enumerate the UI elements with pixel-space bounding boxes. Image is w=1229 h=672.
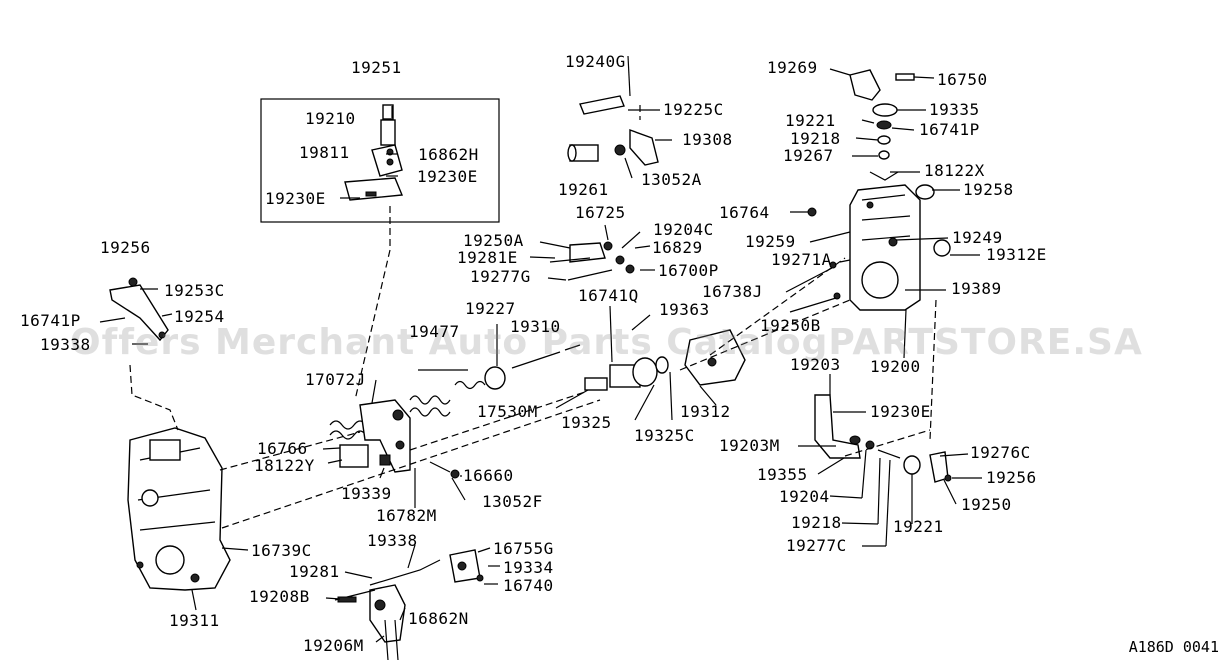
part-label-19240G[interactable]: 19240G [565, 52, 626, 71]
part-label-19230E[interactable]: 19230E [870, 402, 931, 421]
part-label-17530M[interactable]: 17530M [477, 402, 538, 421]
part-label-13052A[interactable]: 13052A [641, 170, 702, 189]
part-label-16660[interactable]: 16660 [463, 466, 514, 485]
inset-box-19251 [260, 98, 500, 223]
part-label-16829[interactable]: 16829 [652, 238, 703, 257]
part-label-19208B[interactable]: 19208B [249, 587, 310, 606]
part-label-19256[interactable]: 19256 [986, 468, 1037, 487]
lever-19254 [109, 277, 169, 342]
part-label-18122X[interactable]: 18122X [924, 161, 985, 180]
part-label-19281[interactable]: 19281 [289, 562, 340, 581]
part-label-19200[interactable]: 19200 [870, 357, 921, 376]
part-label-19203[interactable]: 19203 [790, 355, 841, 374]
leader-lines [99, 55, 982, 643]
part-label-19325C[interactable]: 19325C [634, 426, 695, 445]
part-label-16766[interactable]: 16766 [257, 439, 308, 458]
part-label-19225C[interactable]: 19225C [663, 100, 724, 119]
part-label-16738J[interactable]: 16738J [702, 282, 763, 301]
part-label-19230E[interactable]: 19230E [265, 189, 326, 208]
part-label-19277C[interactable]: 19277C [786, 536, 847, 555]
part-label-13052F[interactable]: 13052F [482, 492, 543, 511]
inset-parts [344, 104, 404, 201]
part-label-19312E[interactable]: 19312E [986, 245, 1047, 264]
part-label-16741P[interactable]: 16741P [919, 120, 980, 139]
part-label-19267[interactable]: 19267 [783, 146, 834, 165]
part-label-16741P[interactable]: 16741P [20, 311, 81, 330]
part-label-19251[interactable]: 19251 [351, 58, 402, 77]
part-label-19312[interactable]: 19312 [680, 402, 731, 421]
part-label-19210[interactable]: 19210 [305, 109, 356, 128]
part-label-19276C[interactable]: 19276C [970, 443, 1031, 462]
part-label-19389[interactable]: 19389 [951, 279, 1002, 298]
part-label-19221[interactable]: 19221 [893, 517, 944, 536]
part-label-19334[interactable]: 19334 [503, 558, 554, 577]
part-label-19363[interactable]: 19363 [659, 300, 710, 319]
part-label-16862H[interactable]: 16862H [418, 145, 479, 164]
part-label-19269[interactable]: 19269 [767, 58, 818, 77]
part-label-16764[interactable]: 16764 [719, 203, 770, 222]
part-label-19204C[interactable]: 19204C [653, 220, 714, 239]
part-label-16700P[interactable]: 16700P [658, 261, 719, 280]
governor-springs [329, 329, 746, 479]
part-label-19230E[interactable]: 19230E [417, 167, 478, 186]
part-label-19203M[interactable]: 19203M [719, 436, 780, 455]
part-label-17072J[interactable]: 17072J [305, 370, 366, 389]
part-label-19204[interactable]: 19204 [779, 487, 830, 506]
part-label-19258[interactable]: 19258 [963, 180, 1014, 199]
part-label-16862N[interactable]: 16862N [408, 609, 469, 628]
part-label-16725[interactable]: 16725 [575, 203, 626, 222]
part-label-19335[interactable]: 19335 [929, 100, 980, 119]
part-label-19259[interactable]: 19259 [745, 232, 796, 251]
part-label-19250B[interactable]: 19250B [760, 316, 821, 335]
part-label-16741Q[interactable]: 16741Q [578, 286, 639, 305]
part-label-19338[interactable]: 19338 [40, 335, 91, 354]
part-label-19221[interactable]: 19221 [785, 111, 836, 130]
part-label-19811[interactable]: 19811 [299, 143, 350, 162]
part-label-16740[interactable]: 16740 [503, 576, 554, 595]
part-label-18122Y[interactable]: 18122Y [254, 456, 315, 475]
part-label-19339[interactable]: 19339 [341, 484, 392, 503]
drawing-code: A186D 0041 [1128, 638, 1219, 656]
part-label-19261[interactable]: 19261 [558, 180, 609, 199]
part-label-16750[interactable]: 16750 [937, 70, 988, 89]
part-label-19311[interactable]: 19311 [169, 611, 220, 630]
part-label-19218[interactable]: 19218 [791, 513, 842, 532]
part-label-19355[interactable]: 19355 [757, 465, 808, 484]
part-label-19250A[interactable]: 19250A [463, 231, 524, 250]
part-label-19254[interactable]: 19254 [174, 307, 225, 326]
part-label-19281E[interactable]: 19281E [457, 248, 518, 267]
part-label-16739C[interactable]: 16739C [251, 541, 312, 560]
part-label-19256[interactable]: 19256 [100, 238, 151, 257]
part-label-19249[interactable]: 19249 [952, 228, 1003, 247]
part-label-16782M[interactable]: 16782M [376, 506, 437, 525]
part-label-19206M[interactable]: 19206M [303, 636, 364, 655]
part-label-16755G[interactable]: 16755G [493, 539, 554, 558]
part-label-19218[interactable]: 19218 [790, 129, 841, 148]
part-label-19271A[interactable]: 19271A [771, 250, 832, 269]
part-label-19250[interactable]: 19250 [961, 495, 1012, 514]
part-label-19227[interactable]: 19227 [465, 299, 516, 318]
top-mid-parts [549, 95, 659, 281]
part-label-19325[interactable]: 19325 [561, 413, 612, 432]
part-label-19253C[interactable]: 19253C [164, 281, 225, 300]
bottom-mid-parts [334, 549, 484, 661]
part-label-19338[interactable]: 19338 [367, 531, 418, 550]
part-label-19310[interactable]: 19310 [510, 317, 561, 336]
part-label-19477[interactable]: 19477 [409, 322, 460, 341]
pump-housing [127, 427, 231, 591]
part-label-19308[interactable]: 19308 [682, 130, 733, 149]
part-label-19277G[interactable]: 19277G [470, 267, 531, 286]
